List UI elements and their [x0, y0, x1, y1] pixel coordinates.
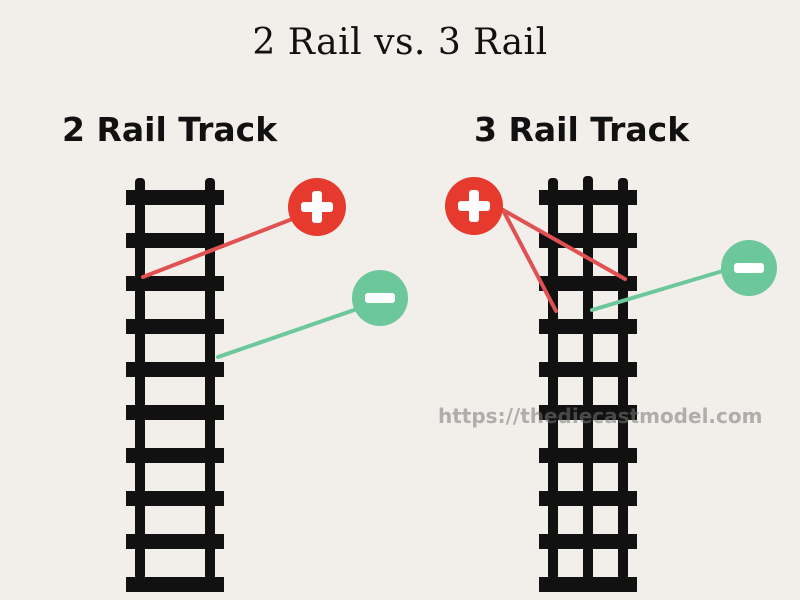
rail-left	[135, 178, 145, 580]
two-rail-track	[126, 178, 224, 592]
rail-tie	[126, 319, 224, 334]
rail-tie	[126, 577, 224, 592]
rail-tie	[126, 405, 224, 420]
rail-center	[583, 176, 593, 582]
negative-terminal-icon	[352, 270, 408, 326]
rail-tie	[126, 491, 224, 506]
rail-right	[618, 178, 628, 580]
positive-terminal-icon	[288, 178, 346, 236]
positive-wire-3-rail-center	[501, 208, 627, 281]
page-title: 2 Rail vs. 3 Rail	[252, 22, 548, 63]
rail-tie	[126, 233, 224, 248]
negative-terminal-icon	[721, 240, 777, 296]
negative-wire-3-rail	[590, 268, 728, 312]
rail-tie	[126, 362, 224, 377]
positive-terminal-icon	[445, 177, 503, 235]
rail-tie	[126, 448, 224, 463]
rail-right	[205, 178, 215, 580]
rail-tie	[126, 190, 224, 205]
rail-tie	[539, 577, 637, 592]
rail-tie	[126, 276, 224, 291]
positive-wire-3-rail-outer	[501, 208, 558, 313]
rail-tie	[126, 534, 224, 549]
negative-wire-2-rail	[216, 306, 362, 359]
rail-left	[548, 178, 558, 580]
watermark: https://thediecastmodel.com	[438, 404, 763, 428]
track-title-2-rail: 2 Rail Track	[62, 110, 278, 149]
track-title-3-rail: 3 Rail Track	[474, 110, 690, 149]
positive-wire-2-rail	[141, 214, 302, 279]
